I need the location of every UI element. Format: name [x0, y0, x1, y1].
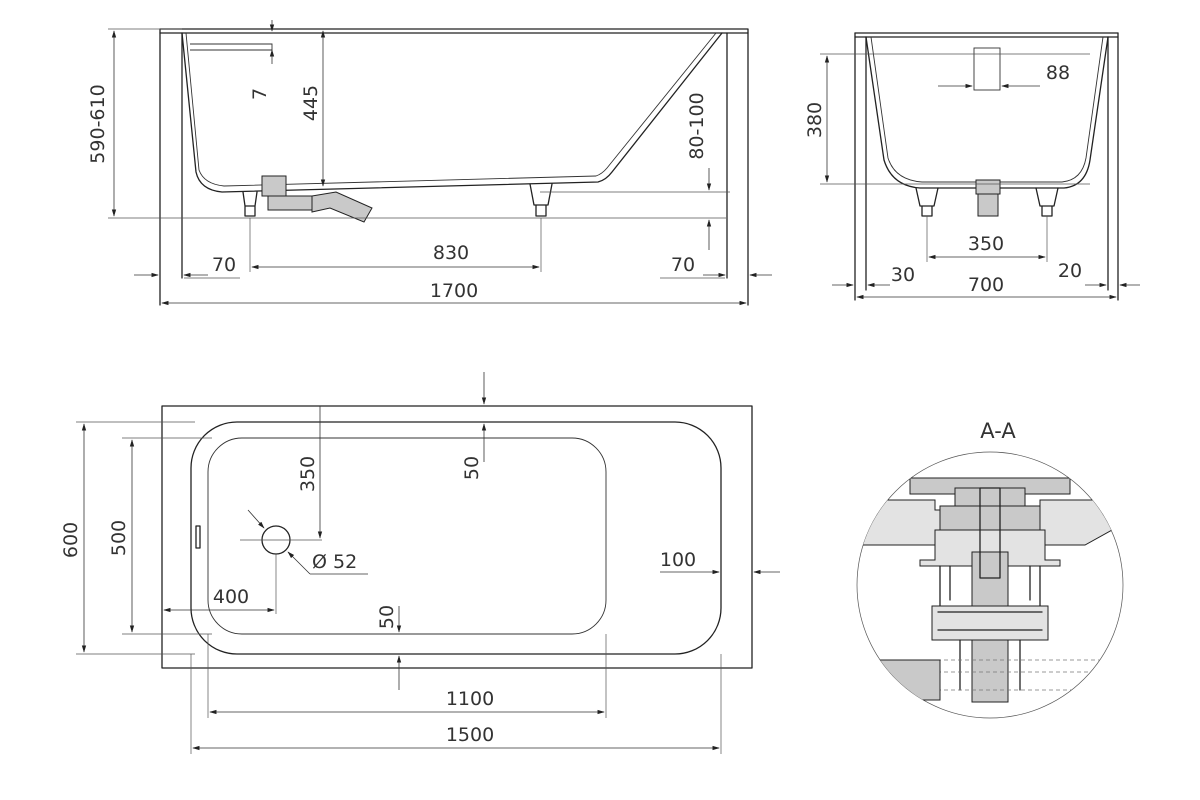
side-view: 590-610 7 445 80-100 830 70 70 1700 [87, 20, 772, 306]
section-trap-walls [939, 565, 1041, 607]
end-dim-right-rim: 20 [1058, 260, 1082, 282]
top-view: Ø 52 600 500 350 400 50 50 100 1100 [60, 372, 780, 754]
end-leg-left [915, 187, 939, 217]
end-right-panel [1107, 32, 1119, 301]
section-circle-outline [856, 451, 1124, 719]
top-tub-bottom [207, 437, 607, 635]
section-trap-lower-inner [937, 611, 1043, 631]
section-detail [857, 477, 1123, 703]
section-trap-lower [931, 605, 1049, 641]
top-dim-drain-diameter: Ø 52 [312, 551, 357, 573]
side-dim-right-overhang: 70 [671, 254, 695, 276]
end-leg-right [1035, 187, 1059, 217]
side-left-panel [159, 32, 183, 306]
end-dim-leg-spacing: 350 [968, 233, 1004, 255]
end-drain-body [975, 179, 1001, 195]
top-dim-inner-length: 1100 [446, 688, 494, 710]
section-drain-head [954, 487, 1026, 507]
side-dim-left-overhang: 70 [212, 254, 236, 276]
section-pipe-inner [979, 487, 1001, 579]
side-overflow-pipe [190, 43, 273, 51]
side-rim [159, 28, 749, 34]
side-tub-outer-profile [181, 32, 723, 193]
section-drain-body [919, 529, 1061, 567]
end-dim-left-rim: 30 [891, 264, 915, 286]
end-tub-outer-profile [865, 36, 1109, 189]
side-dim-total-length: 1700 [430, 280, 478, 302]
section-title: A-A [980, 419, 1016, 443]
side-drain-outlet [311, 191, 373, 223]
section-drain-neck [939, 505, 1041, 531]
side-drain-body [261, 175, 287, 197]
end-rim [854, 32, 1119, 38]
top-dim-bottom-margin: 50 [376, 605, 398, 629]
top-dim-outer-length: 1500 [446, 724, 494, 746]
end-view: 380 88 350 30 20 700 [804, 32, 1140, 301]
section-floor-slab [857, 659, 941, 701]
section-view: A-A [856, 419, 1124, 719]
section-rim-strip [909, 477, 1071, 495]
side-drain-trap [267, 195, 315, 211]
end-drain-trap [977, 193, 999, 217]
end-left-panel [854, 32, 867, 301]
end-overflow [973, 47, 1001, 91]
top-dim-drain-x: 400 [213, 586, 249, 608]
end-dim-overflow: 88 [1046, 62, 1070, 84]
end-tub-inner-profile [870, 36, 1104, 183]
side-dim-leg-spacing: 830 [433, 242, 469, 264]
top-dim-outer-width: 600 [60, 522, 82, 558]
end-dim-total-width: 700 [968, 274, 1004, 296]
top-dim-right-margin: 100 [660, 549, 696, 571]
side-dim-inner-depth: 445 [300, 85, 322, 121]
side-leg-right [529, 183, 553, 217]
side-tub-inner-profile [185, 32, 717, 187]
side-leg-left [242, 191, 258, 217]
side-dim-total-height: 590-610 [87, 84, 109, 163]
section-trap-base [959, 639, 1021, 691]
side-dim-leg-adjust: 80-100 [686, 92, 708, 159]
end-dim-inner-depth: 380 [804, 102, 826, 138]
side-dim-rim: 7 [249, 88, 271, 100]
top-dim-top-margin: 50 [461, 456, 483, 480]
top-dim-inner-width: 500 [108, 520, 130, 556]
side-right-panel [726, 32, 749, 306]
top-tub-outer [190, 421, 722, 655]
top-dim-drain-y: 350 [297, 456, 319, 492]
top-overflow-marker [195, 525, 201, 549]
top-outer-rim [161, 405, 753, 669]
